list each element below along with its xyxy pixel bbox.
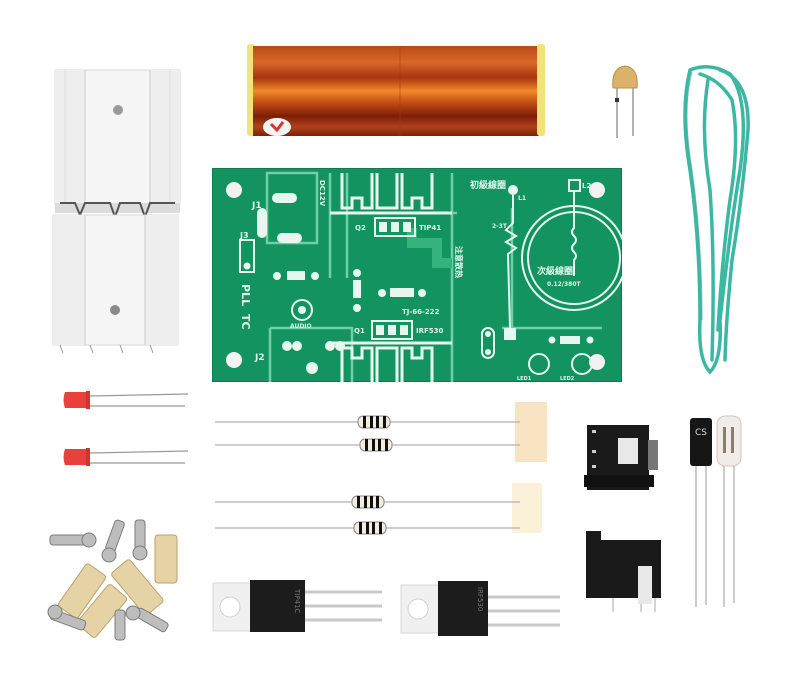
label-secondary-coil: 次級線圈 — [537, 265, 573, 277]
label-j2: J2 — [254, 353, 265, 363]
red-led-1 — [60, 388, 190, 413]
label-primary-turns: 2-3T — [492, 223, 508, 230]
heatsink-top — [54, 69, 181, 206]
audio-jack — [582, 420, 672, 495]
mosfet-marking: IRF530 — [476, 587, 484, 611]
transistor-irf530: IRF530 — [398, 575, 568, 640]
label-led2: LED2 — [560, 376, 575, 382]
label-l2: L2 — [582, 182, 591, 190]
label-primary-coil: 初級線圈 — [470, 179, 506, 191]
heatsink-bottom — [52, 214, 179, 354]
label-heatsink-note: 注意散热 — [454, 246, 464, 278]
coil-logo-sticker — [263, 118, 291, 136]
label-audio: AUDIO — [290, 323, 312, 330]
neon-bulb — [714, 413, 744, 610]
screw — [47, 519, 169, 641]
heatsink-pair — [45, 65, 190, 355]
resistors-strip — [210, 395, 555, 535]
transistor-tip41c: TIP41C — [210, 575, 390, 635]
capacitor-label: CS — [695, 428, 707, 438]
standoff — [57, 534, 178, 638]
label-j3: J3 — [239, 231, 249, 240]
ceramic-capacitor — [605, 60, 645, 140]
label-board-id: TJ-66-222 — [402, 308, 440, 316]
label-led1: LED1 — [517, 376, 532, 382]
label-pll: PLL — [239, 284, 252, 306]
dc-power-jack — [583, 528, 673, 613]
label-irf530: IRF530 — [416, 327, 444, 335]
label-q1: Q1 — [354, 327, 365, 335]
resistor — [351, 415, 393, 535]
label-j1: J1 — [251, 201, 262, 211]
label-q2: Q2 — [355, 224, 366, 232]
label-tip41: TIP41 — [419, 224, 441, 232]
label-secondary-spec: 0.12/380T — [547, 281, 582, 288]
red-led-2 — [60, 445, 190, 470]
transistor-marking: TIP41C — [293, 588, 301, 613]
label-l1: L1 — [518, 195, 526, 202]
screws-and-standoffs — [45, 515, 205, 650]
secondary-coil — [243, 40, 553, 140]
primary-coil-wire — [670, 60, 770, 380]
tesla-coil-pcb: J1 J3 J2 DC12V PLL TC AUDIO Q2 TIP41 Q1 … — [212, 168, 622, 382]
electrolytic-capacitor: CS — [688, 415, 716, 610]
label-tc: TC — [239, 314, 252, 330]
label-dc12v: DC12V — [318, 180, 326, 207]
